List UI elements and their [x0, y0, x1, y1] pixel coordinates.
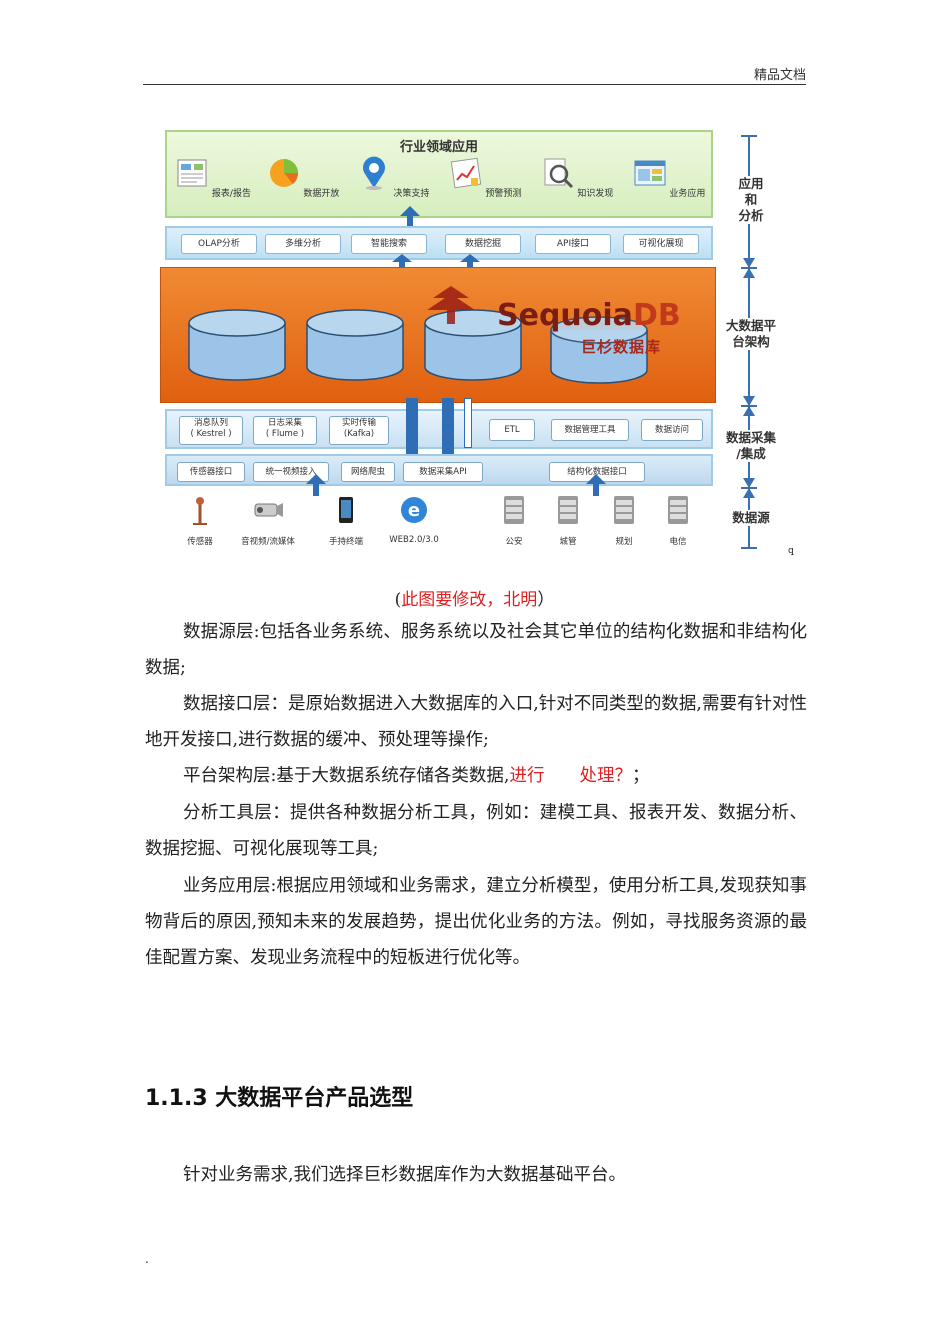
tool-chip: 多维分析: [265, 234, 341, 254]
pipe-connector: [464, 398, 472, 448]
section-heading: 1.1.3 大数据平台产品选型: [145, 1080, 413, 1112]
footer-mark: .: [145, 1252, 149, 1266]
section-body: 针对业务需求,我们选择巨杉数据库作为大数据基础平台。: [145, 1157, 807, 1193]
app-item-report: 报表/报告: [173, 156, 253, 199]
pie-chart-icon: [267, 156, 301, 190]
collector-chip: 消息队列( Kestrel ): [179, 416, 243, 445]
source-item-web: e WEB2.0/3.0: [382, 494, 446, 545]
server-icon: [553, 494, 583, 526]
architecture-diagram: 行业领域应用 报表/报告 数据开放 决策支持 预警预测 知识发现 业务应用 OL: [160, 126, 800, 551]
tool-chip: API接口: [535, 234, 611, 254]
paragraph-data-source-layer: 数据源层:包括各业务系统、服务系统以及社会其它单位的结构化数据和非结构化数据;: [145, 614, 807, 686]
server-icon: [499, 494, 529, 526]
source-item-phone: 手持终端: [314, 494, 378, 547]
location-pin-icon: [357, 156, 391, 190]
paragraph-data-interface-layer: 数据接口层：是原始数据进入大数据库的入口,针对不同类型的数据,需要有针对性地开发…: [145, 686, 807, 758]
pipe-connector: [442, 398, 454, 456]
app-item-label: 数据开放: [303, 189, 339, 199]
database-cylinder-icon: [189, 310, 285, 380]
collector-chip: 实时传输(Kafka): [329, 416, 389, 445]
data-management-chip: 数据管理工具: [551, 419, 629, 441]
arrow-up-icon: [586, 474, 606, 496]
layer-label-collection: 数据采集/集成: [718, 430, 784, 462]
interface-chip: 传感器接口: [177, 462, 245, 482]
sequoiadb-logo-subtitle: 巨杉数据库: [581, 336, 661, 357]
source-item-sensor: 传感器: [168, 494, 232, 547]
source-label: 传感器: [168, 535, 232, 547]
source-label: 城管: [536, 535, 600, 547]
figure-caption: (此图要修改，北明）: [143, 585, 806, 610]
review-note: 进行 处理？: [509, 766, 632, 786]
server-icon: [609, 494, 639, 526]
source-label: 音视频/流媒体: [236, 535, 300, 547]
source-item-camera: 音视频/流媒体: [236, 494, 300, 547]
layer-label-platform: 大数据平台架构: [718, 318, 784, 350]
data-interface-band: 传感器接口 统一视频接入 网络爬虫 数据采集API 结构化数据接口: [165, 454, 713, 486]
app-item-knowledge: 知识发现: [537, 156, 617, 199]
paragraph-platform-layer: 平台架构层:基于大数据系统存储各类数据,进行 处理？；: [145, 758, 807, 794]
app-item-decision: 决策支持: [353, 156, 433, 199]
trend-chart-icon: [449, 156, 483, 190]
data-collection-band: 消息队列( Kestrel ) 日志采集( Flume ) 实时传输(Kafka…: [165, 409, 713, 449]
app-item-label: 报表/报告: [212, 189, 251, 199]
web-icon: e: [399, 494, 429, 526]
source-label: 电信: [646, 535, 710, 547]
phone-icon: [331, 494, 361, 526]
server-icon: [663, 494, 693, 526]
source-label: 手持终端: [314, 535, 378, 547]
app-item-forecast: 预警预测: [445, 156, 525, 199]
source-label: WEB2.0/3.0: [382, 535, 446, 545]
sequoiadb-logo: SequoiaDB: [497, 298, 681, 333]
app-item-data-open: 数据开放: [263, 156, 343, 199]
sensor-icon: [185, 494, 215, 526]
source-item-telecom: 电信: [646, 494, 710, 547]
database-cylinder-icon: [307, 310, 403, 380]
tool-chip: 可视化展现: [623, 234, 699, 254]
layer-label-source: 数据源: [718, 510, 784, 526]
svg-text:e: e: [408, 500, 420, 521]
interface-chip: 网络爬虫: [341, 462, 395, 482]
camera-icon: [253, 494, 283, 526]
header-mark: 精品文档: [600, 64, 806, 83]
source-item-city: 城管: [536, 494, 600, 547]
etl-chip: ETL: [489, 419, 535, 441]
collector-chip: 日志采集( Flume ): [253, 416, 317, 445]
app-item-label: 知识发现: [577, 189, 613, 199]
sequoiadb-platform-band: SequoiaDB 巨杉数据库: [160, 267, 716, 403]
app-item-business: 业务应用: [629, 156, 709, 199]
tool-chip: OLAP分析: [181, 234, 257, 254]
arrow-up-icon: [306, 474, 326, 496]
tool-chip: 数据挖掘: [445, 234, 521, 254]
corner-mark: ꝗ: [788, 546, 794, 556]
magnifier-icon: [541, 156, 575, 190]
tool-chip: 智能搜索: [351, 234, 427, 254]
window-icon: [633, 156, 667, 190]
layer-label-application: 应用和分析: [718, 176, 784, 224]
analysis-tools-band: OLAP分析 多维分析 智能搜索 数据挖掘 API接口 可视化展现: [165, 226, 713, 260]
paragraph-analysis-tools-layer: 分析工具层：提供各种数据分析工具，例如：建模工具、报表开发、数据分析、数据挖掘、…: [145, 795, 807, 867]
data-access-chip: 数据访问: [641, 419, 703, 441]
application-band-title: 行业领域应用: [167, 136, 711, 155]
app-item-label: 业务应用: [669, 189, 705, 199]
app-item-label: 决策支持: [393, 189, 429, 199]
app-item-label: 预警预测: [485, 189, 521, 199]
report-icon: [175, 156, 209, 190]
pipe-connector: [406, 398, 418, 456]
header-rule: [143, 84, 806, 85]
paragraph-business-layer: 业务应用层:根据应用领域和业务需求，建立分析模型，使用分析工具,发现获知事物背后…: [145, 868, 807, 976]
interface-chip: 数据采集API: [403, 462, 483, 482]
application-band: 行业领域应用 报表/报告 数据开放 决策支持 预警预测 知识发现 业务应用: [165, 130, 713, 218]
